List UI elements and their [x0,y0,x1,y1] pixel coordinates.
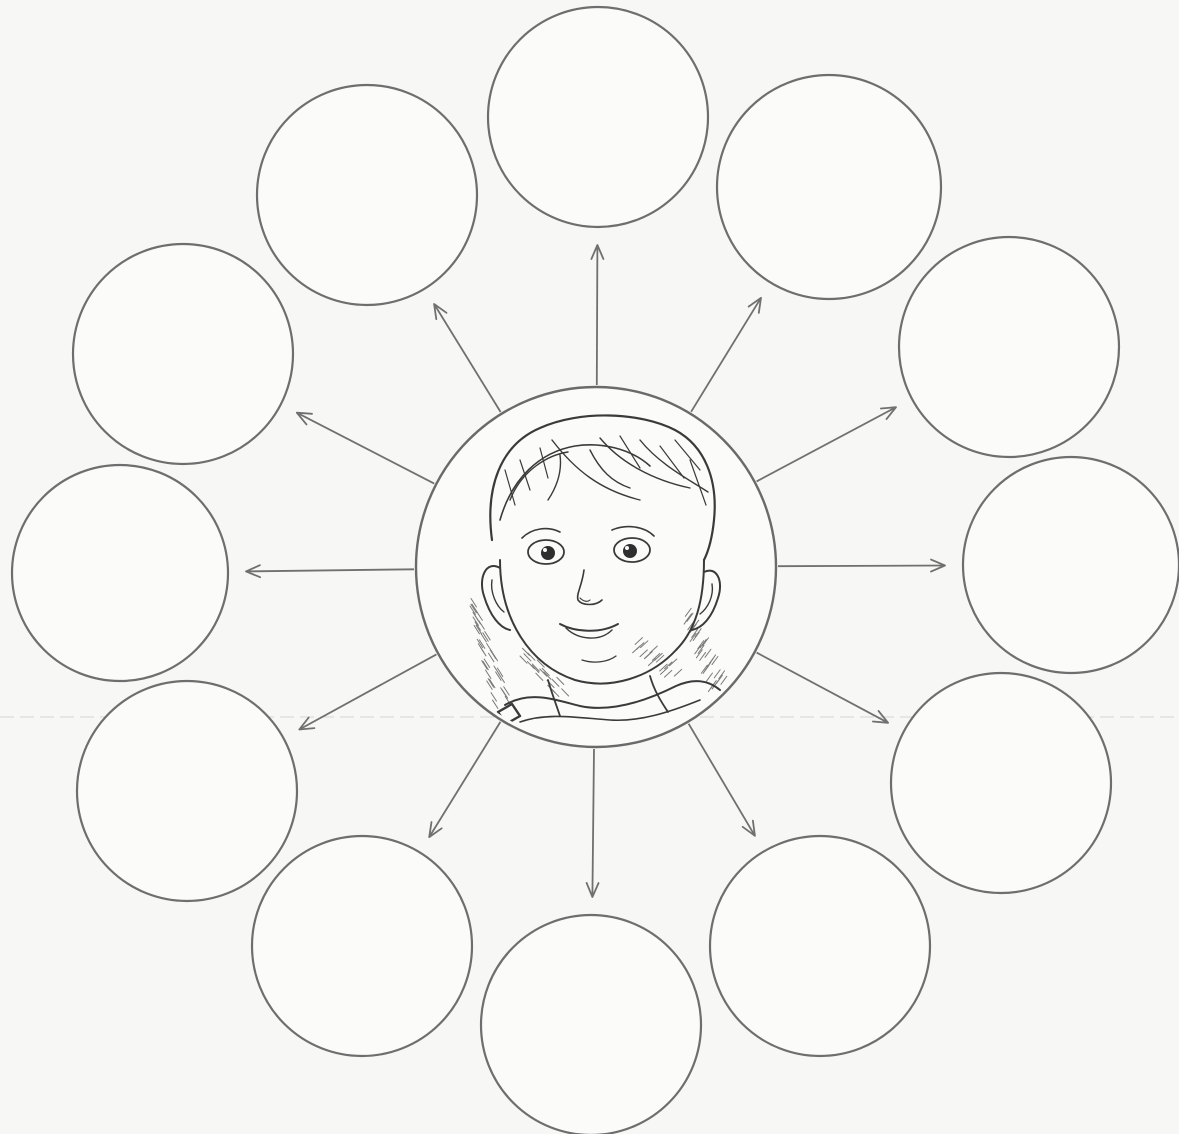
node-lower-right-1 [891,673,1111,893]
node-lower-left-1 [252,836,472,1056]
node-upper-right-2 [899,237,1119,457]
arrowhead-node-lower-left-2 [299,718,314,730]
node-right [963,457,1179,673]
arrow-to-node-lower-right-2 [689,724,755,836]
arrow-to-node-left [246,569,414,571]
arrowhead-node-upper-left-2 [434,304,446,319]
node-upper-right-1 [717,75,941,299]
arrow-to-node-upper-left-2 [434,304,501,412]
arrow-to-node-upper-right-1 [691,298,761,412]
arrow-to-node-upper-left-1 [297,413,434,484]
node-top [488,7,708,227]
node-lower-right-2 [710,836,930,1056]
arrow-to-node-lower-left-2 [299,654,436,729]
node-bottom [481,915,701,1134]
arrow-to-node-upper-right-2 [757,407,896,481]
arrowhead-node-upper-right-1 [749,298,761,313]
node-upper-left-2 [257,85,477,305]
node-left [12,465,228,681]
node-upper-left-1 [73,244,293,464]
arrowhead-node-lower-right-2 [743,821,755,836]
arrow-to-node-right [778,566,945,567]
arrow-to-node-lower-right-1 [757,653,889,723]
arrowhead-node-lower-left-1 [429,822,442,837]
arrow-to-node-bottom [592,749,594,897]
arrow-to-node-top [597,245,598,385]
arrow-to-node-lower-left-1 [429,722,500,837]
node-lower-left-2 [77,681,297,901]
center-node [416,387,776,747]
